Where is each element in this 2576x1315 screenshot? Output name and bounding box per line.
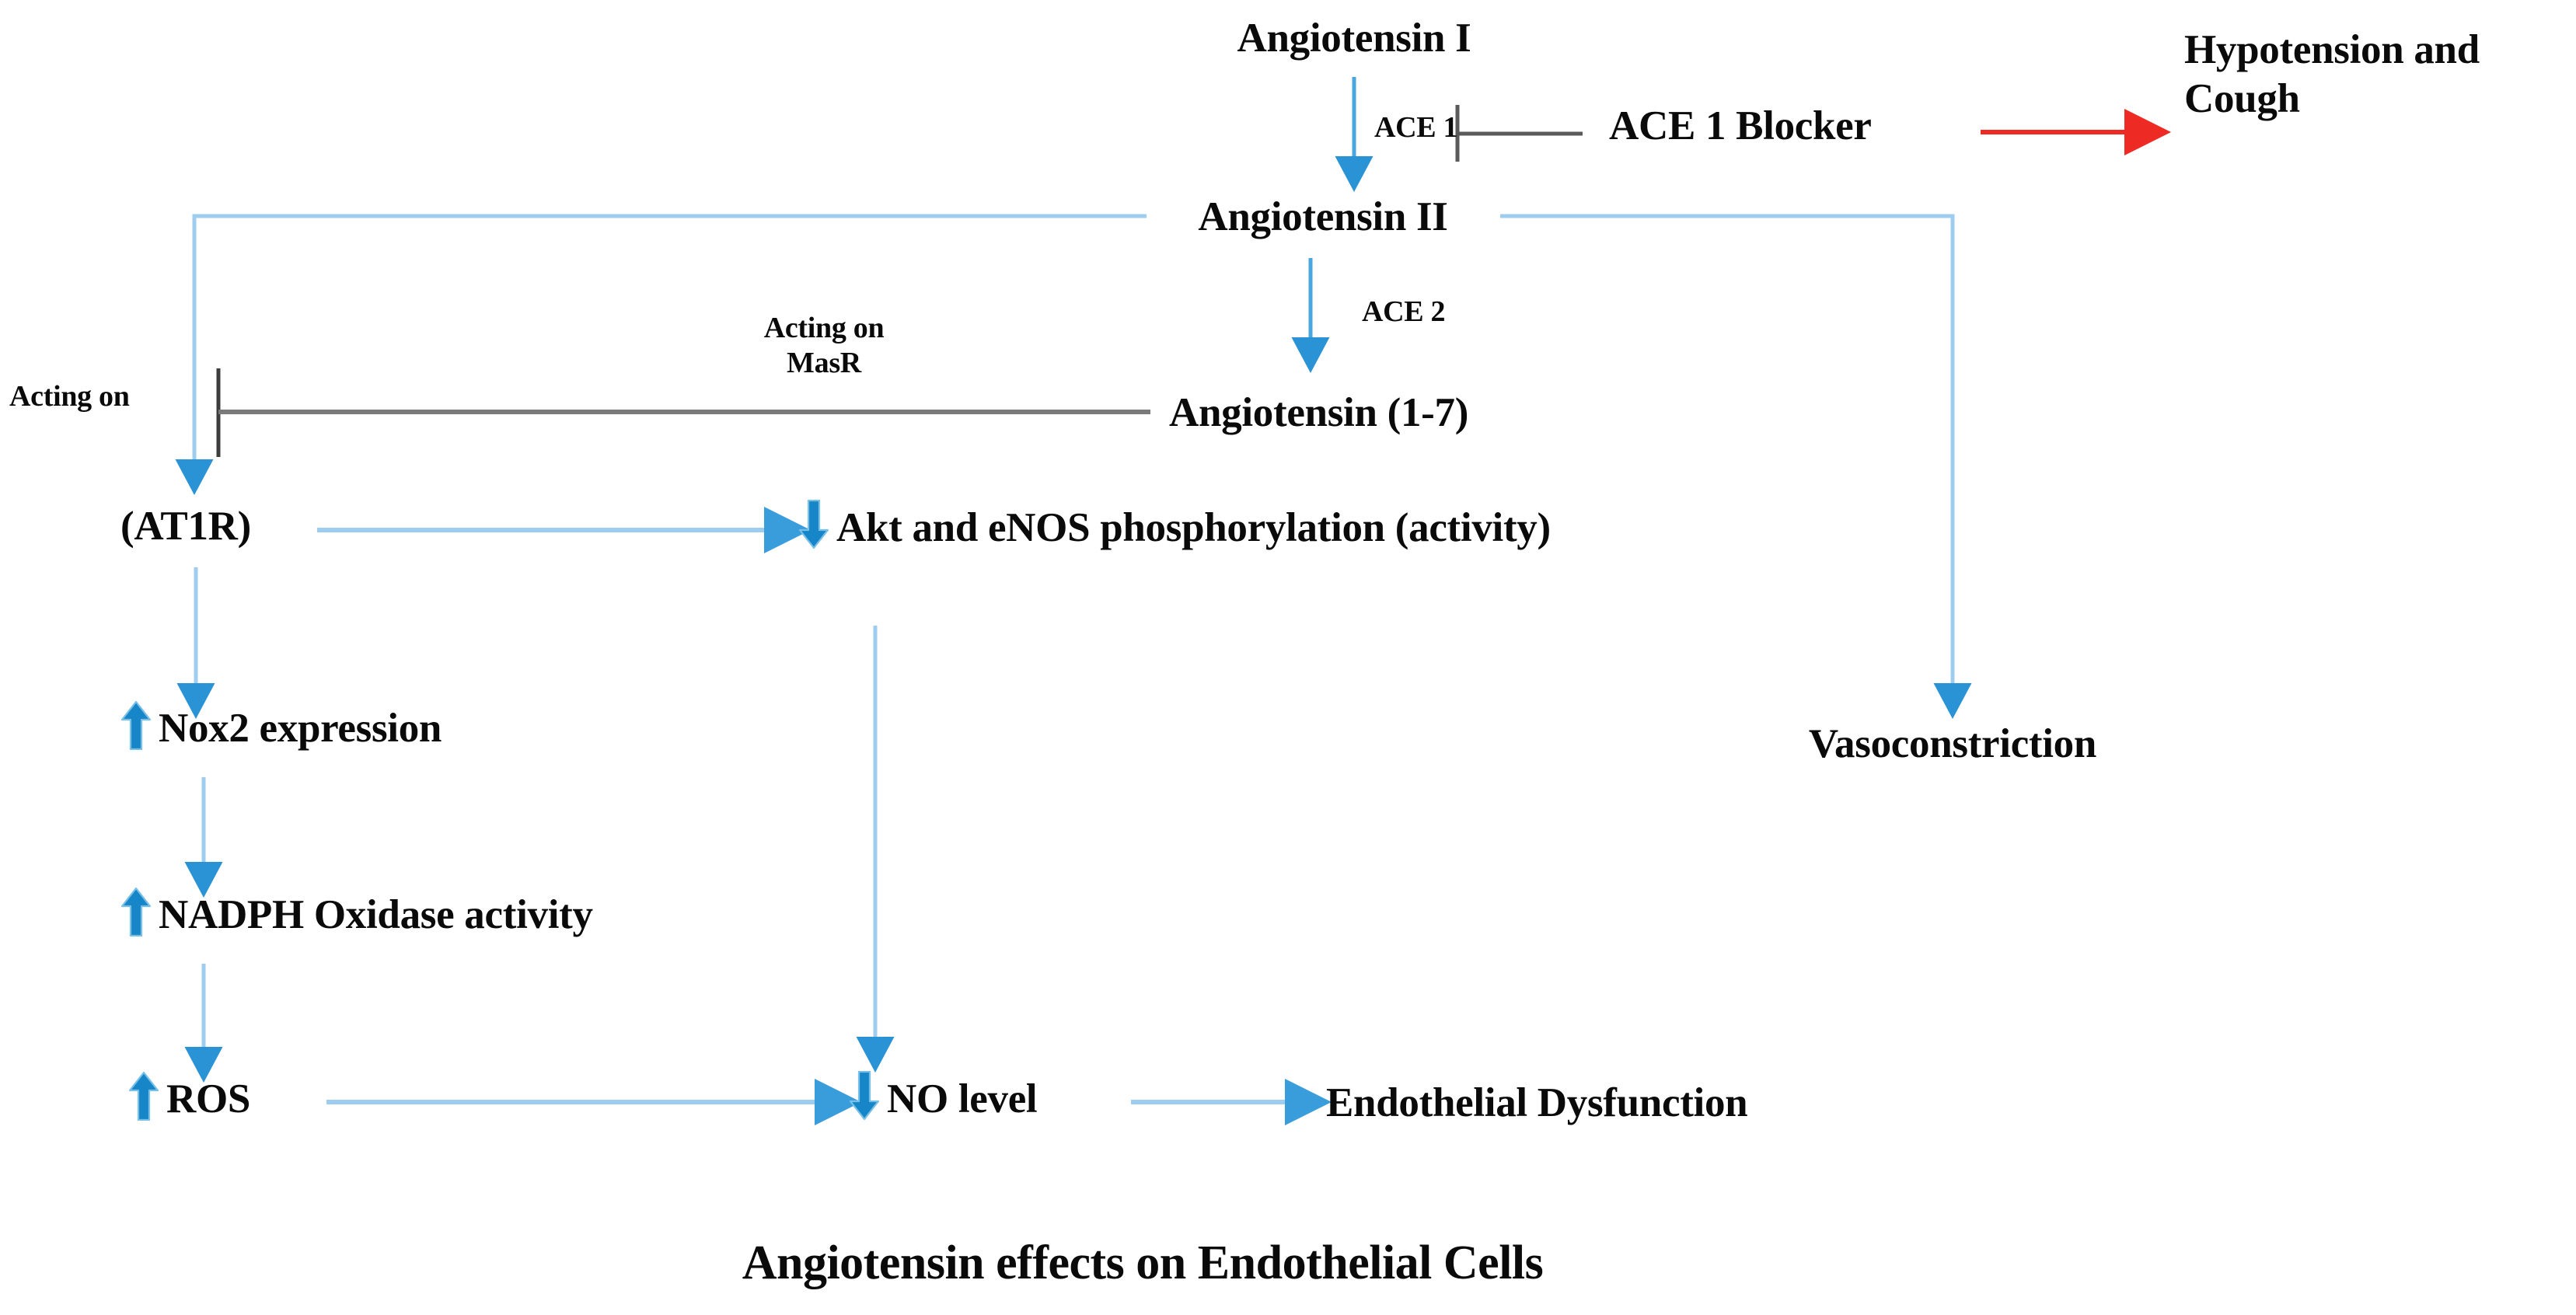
node-nox2-expression-label: Nox2 expression [159,705,442,751]
up-arrow-icon [128,1071,159,1131]
edge-label-acting-on-at1r: Acting on [9,380,130,413]
node-nadph-oxidase-activity-label: NADPH Oxidase activity [159,891,593,937]
node-no-level[interactable]: NO level [849,1070,1038,1132]
node-nox2-expression[interactable]: Nox2 expression [120,700,442,762]
node-at1r[interactable]: (AT1R) [120,504,251,549]
node-no-level-label: NO level [887,1076,1038,1121]
edge-ace1-blocker-inhibition [1455,105,1583,162]
node-angiotensin-ii[interactable]: Angiotensin II [1198,194,1448,239]
node-vasoconstriction[interactable]: Vasoconstriction [1808,721,2097,766]
edge-label-ace1: ACE 1 [1374,111,1458,144]
edge-label-ace2: ACE 2 [1362,295,1446,328]
up-arrow-icon [120,700,152,760]
node-hypotension-and-cough[interactable]: Hypotension and Cough [2184,27,2480,121]
figure-caption: Angiotensin effects on Endothelial Cells [742,1237,1544,1289]
node-ros[interactable]: ROS [128,1071,251,1132]
up-arrow-icon [120,887,152,947]
node-ros-label: ROS [166,1076,251,1121]
down-arrow-icon [798,499,829,560]
node-akt-and-enos[interactable]: Akt and eNOS phosphorylation (activity) [798,499,1551,561]
edge-label-acting-on-masr: Acting on MasR [763,312,885,379]
edge-angiotensin-1-7-inhibition [216,368,1150,457]
edge-angiotensin-ii-to-at1r [175,214,1147,496]
edge-angiotensin-ii-to-vasoconstriction [1500,214,1972,720]
node-endothelial-dysfunction[interactable]: Endothelial Dysfunction [1326,1080,1748,1125]
node-ace1-blocker[interactable]: ACE 1 Blocker [1609,103,1872,148]
node-angiotensin-1-7[interactable]: Angiotensin (1-7) [1169,390,1469,435]
node-akt-and-enos-label: Akt and eNOS phosphorylation (activity) [836,504,1551,550]
down-arrow-icon [849,1070,880,1131]
node-nadph-oxidase-activity[interactable]: NADPH Oxidase activity [120,887,593,948]
node-angiotensin-i[interactable]: Angiotensin I [1237,16,1471,61]
